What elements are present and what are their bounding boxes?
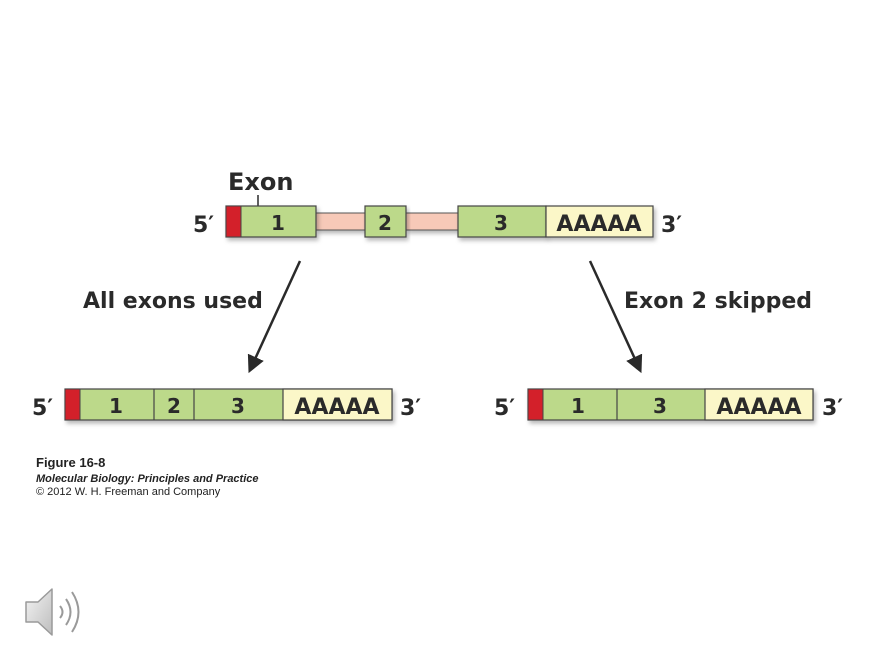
- mrna-all-cap: [64, 388, 81, 421]
- mrna-all-exon-2-label: 2: [167, 394, 181, 418]
- exon2-skipped-label: Exon 2 skipped: [624, 289, 812, 314]
- pre-mrna-polya-tail: [545, 205, 654, 238]
- intron-2: [405, 212, 459, 231]
- mrna-skip-5prime-label: 5′: [494, 396, 515, 421]
- mrna-skip-exon-3-label: 3: [653, 394, 667, 418]
- figure-caption: Figure 16-8 Molecular Biology: Principle…: [36, 455, 259, 499]
- mrna-all-5prime-label: 5′: [32, 396, 53, 421]
- mrna-skip-3prime-label: 3′: [822, 396, 843, 421]
- pre-mrna-exon-3: [457, 205, 547, 238]
- mrna-all-exon-1-label: 1: [109, 394, 123, 418]
- pre-mrna-exon-1-label: 1: [271, 211, 285, 235]
- mrna-skip-polya-tail: [704, 388, 814, 421]
- copyright-text: © 2012 W. H. Freeman and Company: [36, 485, 221, 498]
- figure-number: Figure 16-8: [36, 455, 106, 470]
- mrna-all-exons: 5′ 1 2 3 AAAAA 3′: [32, 388, 421, 421]
- mrna-all-polya-label: AAAAA: [294, 395, 379, 420]
- speaker-icon[interactable]: [22, 584, 94, 640]
- pre-mrna-3prime-label: 3′: [661, 213, 682, 238]
- pre-mrna-exon-3-label: 3: [494, 211, 508, 235]
- intron-1: [315, 212, 366, 231]
- mrna-skip-exon-1-label: 1: [571, 394, 585, 418]
- pre-mrna-cap: [225, 205, 242, 238]
- mrna-skip-cap: [527, 388, 544, 421]
- all-exons-used-label: All exons used: [83, 289, 263, 314]
- mrna-all-3prime-label: 3′: [400, 396, 421, 421]
- arrow-exon2-skipped: [588, 260, 643, 374]
- pre-mrna-exon-2-label: 2: [378, 211, 392, 235]
- arrow-all-exons: [247, 260, 302, 374]
- pre-mrna-5prime-label: 5′: [193, 213, 214, 238]
- mrna-all-exon-3-label: 3: [231, 394, 245, 418]
- exon-label: Exon: [228, 168, 293, 196]
- mrna-all-polya-tail: [282, 388, 393, 421]
- mrna-skip-polya-label: AAAAA: [716, 395, 801, 420]
- pre-mrna-exon-2: [364, 205, 407, 238]
- pre-mrna: Exon 5′ 1 2 3 AAAAA 3′: [193, 168, 682, 238]
- pre-mrna-polya-label: AAAAA: [556, 212, 641, 237]
- mrna-exon2-skipped: 5′ 1 3 AAAAA 3′: [494, 388, 843, 421]
- book-title: Molecular Biology: Principles and Practi…: [36, 472, 259, 485]
